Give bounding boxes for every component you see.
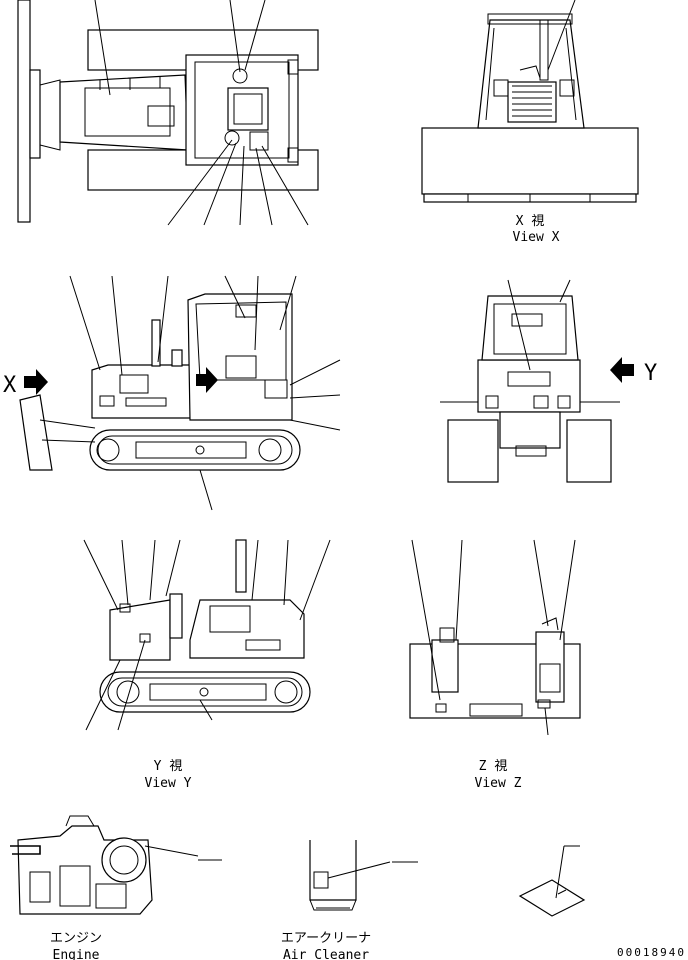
view-x-en-label: View X (513, 230, 560, 245)
view-y-en-label: View Y (145, 776, 192, 791)
top-view-dozer (17, 0, 319, 226)
view-x-jp-label: X 視 (516, 214, 545, 229)
arrow-y-label: Y (644, 361, 657, 386)
view-z-en-label: View Z (475, 776, 522, 791)
air-cleaner-jp-label: エアークリーナ (281, 931, 371, 946)
arrow-x-icon (24, 369, 48, 395)
plate-detail (518, 845, 586, 917)
air-cleaner-en-label: Air Cleaner (283, 948, 369, 960)
view-z-jp-label: Z 視 (479, 759, 508, 774)
side-view-dozer: X (3, 275, 341, 511)
engine-detail: エンジン Engine (10, 815, 222, 960)
view-y-jp-label: Y 視 (154, 759, 183, 774)
view-z-cab-interior: Z 視 View Z (409, 539, 581, 791)
drawing-number: 00018940 (617, 946, 686, 959)
engine-en-label: Engine (53, 948, 100, 960)
front-view-dozer: X 視 View X (421, 0, 639, 245)
arrow-y-icon (610, 357, 634, 383)
view-y-side-dozer: Y 視 View Y (83, 539, 331, 791)
engine-jp-label: エンジン (50, 931, 102, 946)
rear-view-dozer: Y (440, 279, 657, 483)
arrow-x-label: X (3, 373, 17, 398)
air-cleaner-detail: エアークリーナ Air Cleaner (281, 840, 418, 960)
arrow-z-icon (196, 367, 218, 393)
